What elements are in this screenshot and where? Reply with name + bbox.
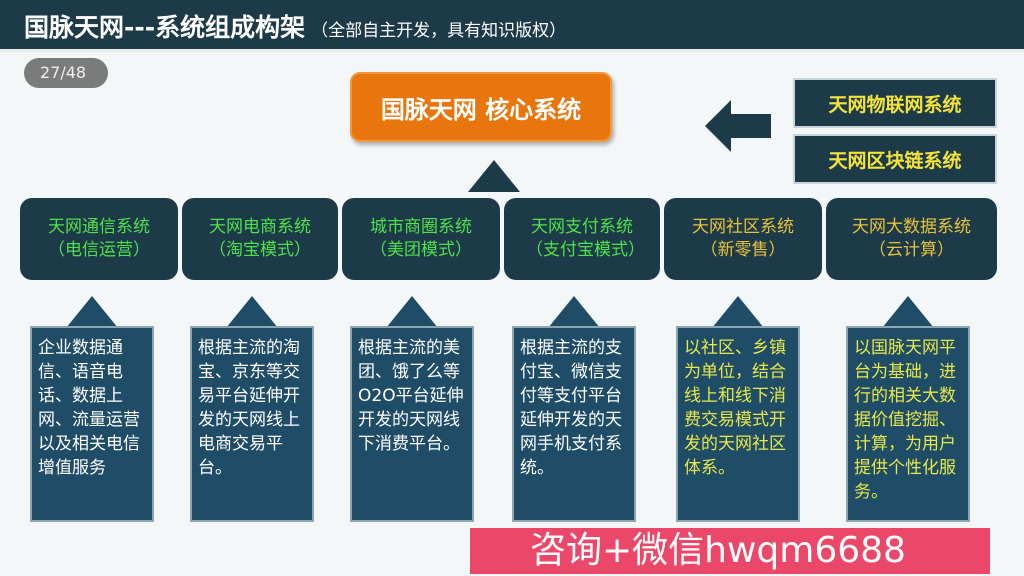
category-telecom: 天网通信系统（电信运营） [20,198,178,280]
description-payment: 根据主流的支付宝、微信支付等支付平台延伸开发的天网手机支付系统。 [512,326,636,522]
pointer-triangle [66,296,118,328]
description-city-business: 根据主流的美团、饿了么等O2O平台延伸开发的天网线下消费平台。 [350,326,474,522]
side-system-iot: 天网物联网系统 [793,78,997,128]
side-system-blockchain: 天网区块链系统 [793,134,997,184]
header-bar: 国脉天网---系统组成构架（全部自主开发，具有知识版权） [0,0,1024,52]
connector-triangle [468,160,520,192]
category-city-business: 城市商圈系统（美团模式） [342,198,500,280]
category-community: 天网社区系统（新零售） [664,198,822,280]
description-community: 以社区、乡镇为单位，结合线上和线下消费交易模式开发的天网社区体系。 [676,326,800,522]
core-system-box: 国脉天网 核心系统 [350,72,612,142]
pointer-triangle [548,296,600,328]
description-telecom: 企业数据通信、语音电话、数据上网、流量运营以及相关电信增值服务 [30,326,154,522]
category-bigdata: 天网大数据系统（云计算） [826,198,997,280]
watermark-banner: 咨询+微信hwqm6688 [470,528,990,574]
pointer-triangle [386,296,438,328]
description-bigdata: 以国脉天网平台为基础，进行的相关大数据价值挖掘、计算，为用户提供个性化服务。 [846,326,970,522]
category-ecommerce: 天网电商系统（淘宝模式） [182,198,338,280]
page-title: 国脉天网---系统组成构架（全部自主开发，具有知识版权） [24,13,567,42]
pointer-triangle [226,296,278,328]
left-arrow-icon [705,100,771,152]
page-counter[interactable]: 27/48 [24,58,108,88]
page-subtitle: （全部自主开发，具有知识版权） [311,21,567,41]
pointer-triangle [712,296,764,328]
pointer-triangle [882,296,934,328]
category-payment: 天网支付系统（支付宝模式） [504,198,660,280]
description-ecommerce: 根据主流的淘宝、京东等交易平台延伸开发的天网线上电商交易平台。 [190,326,314,522]
